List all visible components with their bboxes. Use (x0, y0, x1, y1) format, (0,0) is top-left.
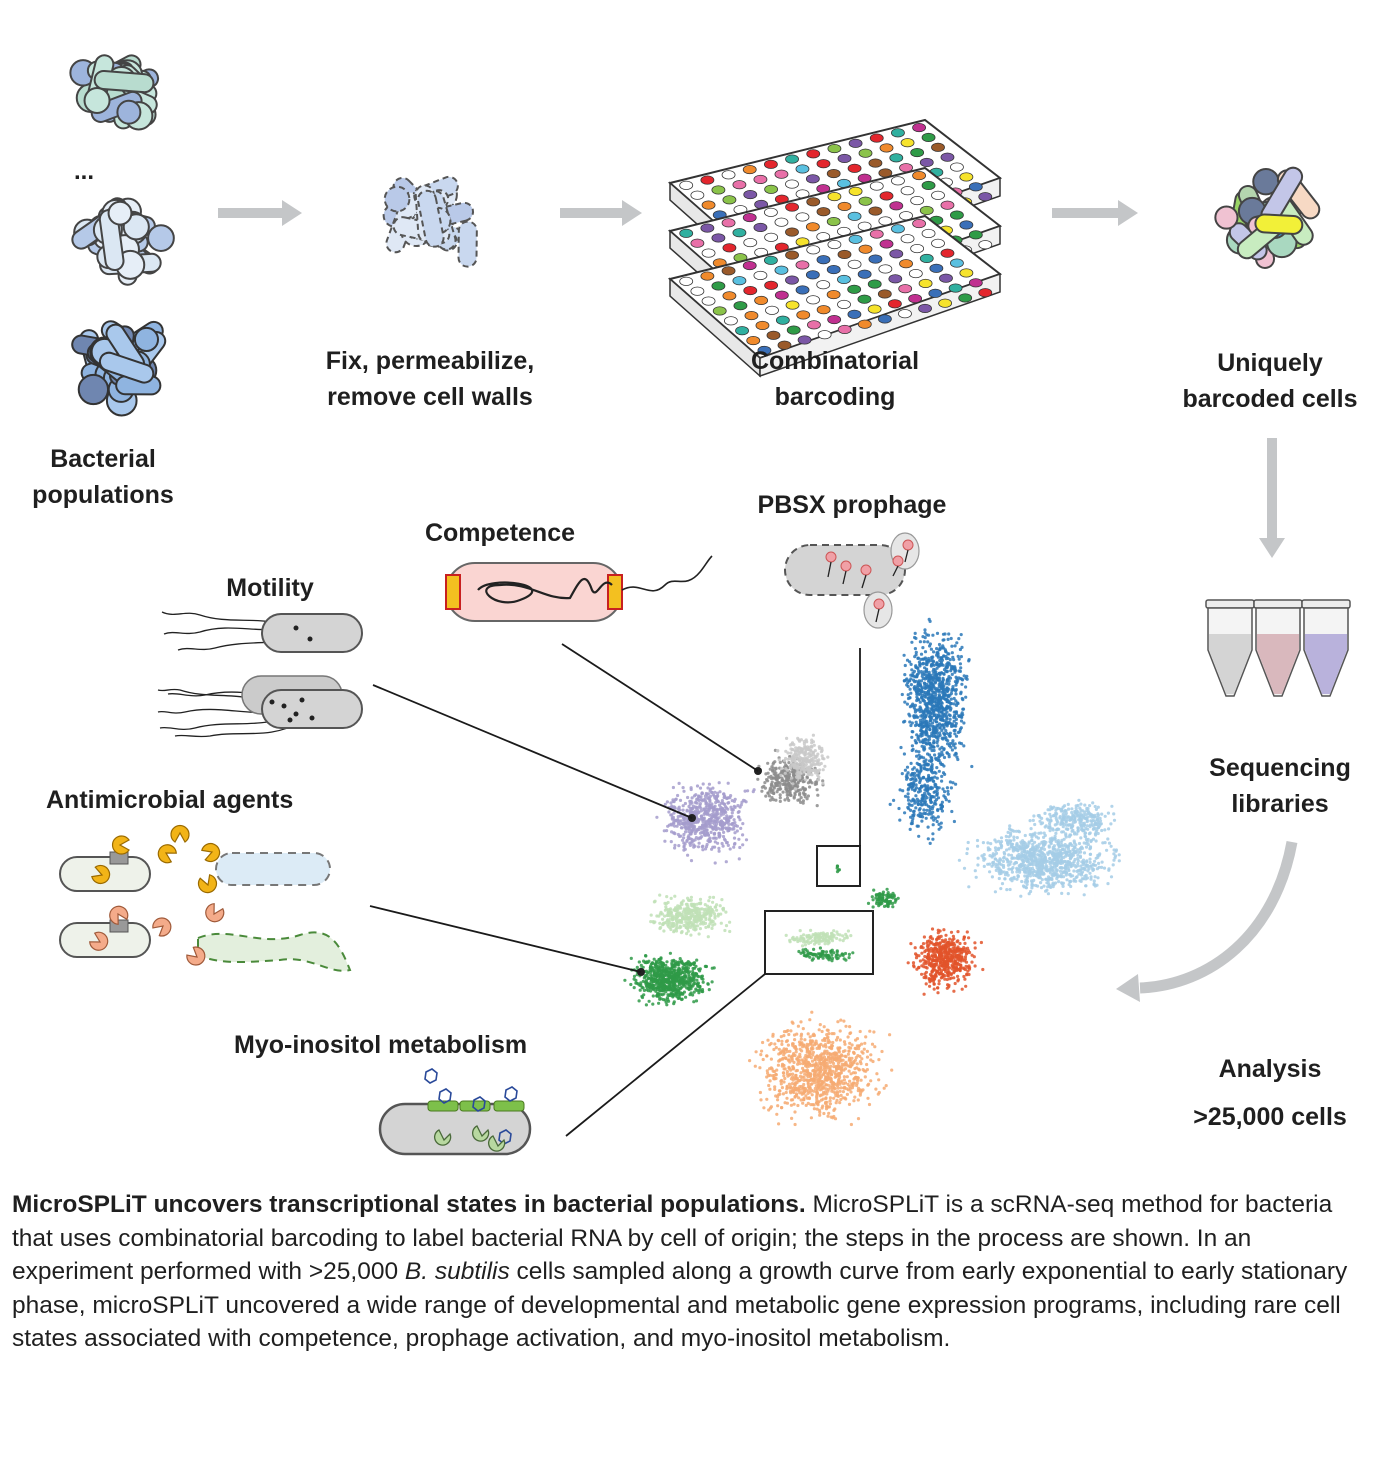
label-motility: Motility (226, 574, 314, 602)
caption-species: B. subtilis (404, 1258, 510, 1285)
callout-antimicrobial (369, 905, 642, 973)
caption-text-1: MicroSPLiT is a scRNA-seq method for bac… (12, 1191, 1333, 1285)
pbsx-zoom-box (816, 845, 861, 887)
label-competence: Competence (424, 519, 576, 547)
sequencing-tubes (1205, 599, 1351, 697)
label-line-2: populations (32, 481, 174, 509)
well-plates (667, 118, 1003, 378)
label-antimicrobial-agents: Antimicrobial agents (46, 786, 294, 814)
arrow-sequencing-to-analysis-head (1116, 974, 1140, 1002)
tube-3 (1301, 599, 1351, 697)
label-line-1: Fix, permeabilize, (325, 347, 535, 375)
arrow-barcoding-to-barcoded (1052, 200, 1138, 226)
label-line-2: barcoding (774, 383, 896, 411)
label-bacterial-populations: Bacterial populations (18, 441, 188, 513)
figure-caption: MicroSPLiT uncovers transcriptional stat… (12, 1188, 1377, 1356)
fixed-cells-clump (382, 175, 478, 268)
process-arrows (218, 200, 1285, 558)
myoinositol-zoom-box (764, 910, 874, 975)
competence-cell (445, 555, 713, 622)
tube-2 (1253, 599, 1303, 697)
antimicrobial-molecules (89, 824, 225, 966)
label-combinatorial-barcoding: Combinatorial barcoding (720, 343, 950, 415)
label-fix-permeabilize: Fix, permeabilize, remove cell walls (300, 343, 560, 415)
antimicrobial-cells (59, 824, 352, 972)
populations-ellipsis: ... (74, 158, 95, 185)
pbsx-cell (784, 532, 920, 629)
population-clump-2 (71, 197, 175, 286)
label-line-1: Bacterial (50, 445, 156, 473)
label-sequencing-libraries: Sequencing libraries (1180, 750, 1380, 822)
label-line-2: libraries (1231, 790, 1329, 818)
label-line-2: >25,000 cells (1193, 1103, 1347, 1131)
label-line-1: Sequencing (1209, 754, 1351, 782)
well-plate (667, 214, 1003, 378)
callout-competence (561, 643, 759, 772)
arrow-barcoded-to-sequencing (1259, 438, 1285, 558)
label-line-2: barcoded cells (1182, 385, 1358, 413)
callout-motility (372, 684, 693, 819)
label-pbsx-prophage: PBSX prophage (757, 491, 947, 519)
population-clump-3 (71, 320, 167, 417)
caption-text-2: cells sampled along a growth curve from … (12, 1258, 1348, 1352)
microsplit-diagram (59, 54, 1351, 1156)
label-line-1: Analysis (1218, 1055, 1322, 1083)
label-line-2: remove cell walls (327, 383, 533, 411)
caption-title: MicroSPLiT uncovers transcriptional stat… (12, 1191, 806, 1218)
label-myoinositol-metabolism: Myo-inositol metabolism (234, 1031, 528, 1059)
myoinositol-cell (378, 1068, 532, 1156)
callout-myoinositol (565, 973, 766, 1137)
label-line-1: Uniquely (1217, 349, 1323, 377)
callout-lines (369, 643, 861, 1137)
cell-cluster-scatter (623, 617, 1121, 1127)
label-uniquely-barcoded: Uniquely barcoded cells (1170, 345, 1370, 417)
label-analysis: Analysis >25,000 cells (1170, 1045, 1370, 1141)
tube-1 (1205, 599, 1255, 697)
arrow-sequencing-to-analysis (1139, 841, 1298, 994)
motility-cells (157, 611, 363, 738)
barcoded-cells-clump (1214, 166, 1321, 269)
arrow-fix-to-barcoding (560, 200, 642, 226)
label-line-1: Combinatorial (750, 347, 920, 375)
arrow-populations-to-fix (218, 200, 302, 226)
population-clump-1 (69, 54, 160, 131)
